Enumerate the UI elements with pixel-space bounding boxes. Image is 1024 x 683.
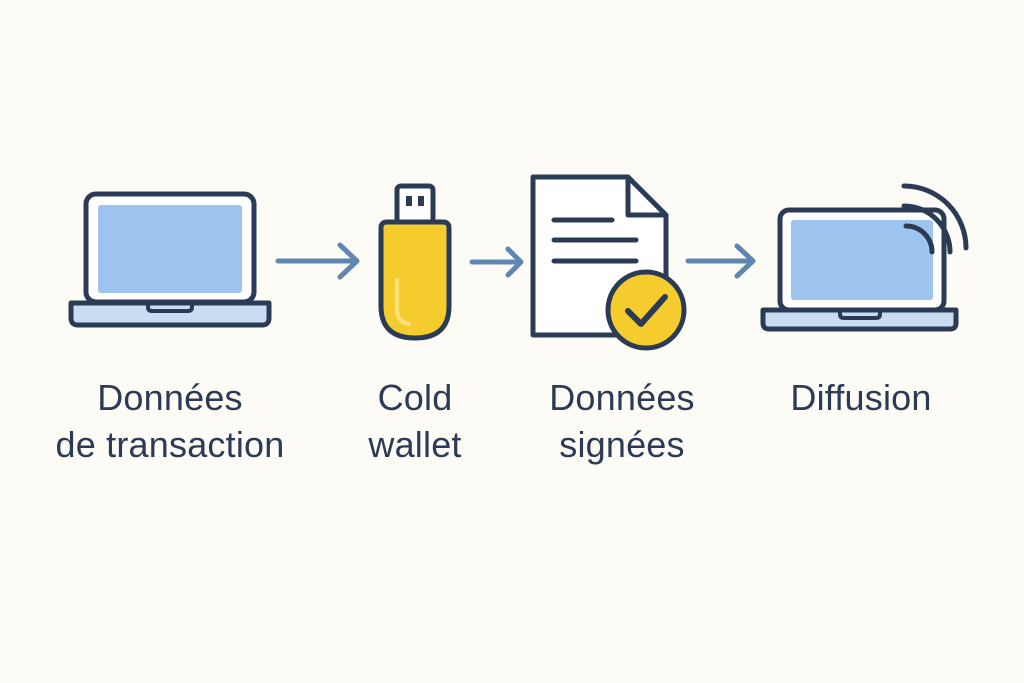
- check-badge-icon: [605, 269, 687, 351]
- laptop-broadcast-icon: [760, 183, 969, 332]
- step-label-signed-data: Données signées: [549, 377, 695, 465]
- arrow-right-icon: [469, 246, 524, 278]
- signed-document-icon: [530, 174, 687, 351]
- arrow-right-icon: [685, 243, 756, 279]
- arrow-right-icon: [275, 242, 360, 280]
- laptop-icon: [68, 191, 272, 328]
- signal-waves-icon: [901, 183, 969, 255]
- step-label-broadcast: Diffusion: [790, 377, 932, 418]
- step-label-transaction-data: Données de transaction: [55, 377, 285, 465]
- usb-drive-icon: [378, 183, 452, 341]
- step-label-cold-wallet: Cold wallet: [368, 377, 462, 465]
